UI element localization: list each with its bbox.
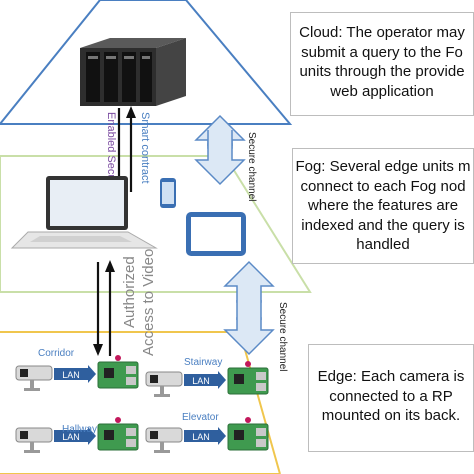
camera-unit: LAN Corridor xyxy=(15,348,139,391)
upper-secure-channel-arrow xyxy=(194,114,246,186)
enabled-security-label: Enabled Security xyxy=(105,112,117,196)
fog-text-line: Fog: Several edge units m xyxy=(295,158,471,175)
lower-secure-channel-arrow xyxy=(223,260,275,356)
camera-location-label: Elevator xyxy=(182,412,219,423)
raspberry-pi-icon xyxy=(97,355,139,389)
lan-label: LAN xyxy=(192,376,210,386)
lan-label: LAN xyxy=(62,432,80,442)
raspberry-pi-icon xyxy=(227,361,269,395)
lan-arrow-head xyxy=(218,427,226,445)
lan-label: LAN xyxy=(192,432,210,442)
laptop-icon xyxy=(10,176,158,249)
cloud-layer-outline xyxy=(0,0,293,125)
fog-text-line: where the features are xyxy=(307,197,459,214)
camera-unit: LAN Stairway xyxy=(145,357,269,397)
server-icon xyxy=(80,38,186,106)
raspberry-pi-icon xyxy=(227,417,269,451)
lan-label: LAN xyxy=(62,370,80,380)
camera-unit: LAN Elevator xyxy=(145,412,269,453)
cloud-text-line: submit a query to the Fo xyxy=(301,43,463,61)
camera-location-label: Hallway xyxy=(62,424,97,435)
fog-layer-outline xyxy=(0,155,312,293)
security-camera-icon xyxy=(15,365,53,391)
edge-text-line: connected to a RP xyxy=(329,387,453,405)
fog-description-box: Fog: Several edge units m connect to eac… xyxy=(292,148,474,264)
smartphone-icon xyxy=(160,178,176,208)
lan-arrow-head xyxy=(218,371,226,389)
lan-arrow-head xyxy=(88,427,96,445)
authorized-label: Authorized xyxy=(121,256,138,328)
edge-description-box: Edge: Each camera is connected to a RP m… xyxy=(308,344,474,452)
smart-contract-label: Smart contract xyxy=(139,112,151,184)
upper-secure-channel-label: Secure channel xyxy=(246,132,257,202)
security-camera-icon xyxy=(145,371,183,397)
edge-text-line: mounted on its back. xyxy=(321,407,461,424)
fog-text-line: handled xyxy=(356,236,410,253)
camera-location-label: Stairway xyxy=(184,357,222,368)
security-camera-icon xyxy=(145,427,183,453)
cloud-text-line: web application xyxy=(330,82,434,100)
cloud-description-box: Cloud: The operator may submit a query t… xyxy=(290,12,474,116)
edge-text-line: Edge: Each camera is xyxy=(317,368,465,385)
lan-arrow-box xyxy=(54,430,88,442)
security-camera-icon xyxy=(15,427,53,453)
cloud-text-line: Cloud: The operator may xyxy=(299,24,465,41)
cloud-text-line: units through the provide xyxy=(299,63,465,80)
laptop-edge-arrows xyxy=(93,260,115,356)
access-to-video-label: Access to Video xyxy=(140,249,157,356)
fog-text-line: connect to each Fog nod xyxy=(300,177,466,195)
camera-location-label: Corridor xyxy=(38,348,75,359)
lower-secure-channel-label: Secure channel xyxy=(277,302,288,372)
tablet-icon xyxy=(186,212,246,256)
lan-arrow-head xyxy=(88,365,96,383)
raspberry-pi-icon xyxy=(97,417,139,451)
camera-units: LANCorridorLANStairwayLANHallwayLANEleva… xyxy=(15,348,269,453)
fog-text-line: indexed and the query is xyxy=(301,216,465,234)
lan-arrow-box xyxy=(184,430,218,442)
lan-arrow-box xyxy=(184,374,218,386)
lan-arrow-box xyxy=(54,368,88,380)
